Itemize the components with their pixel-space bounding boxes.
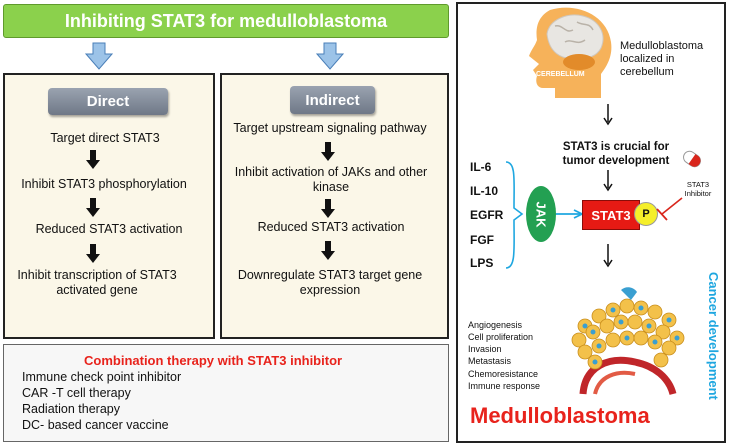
- combination-item: Immune check point inhibitor: [22, 370, 182, 384]
- arrow-down-icon: [86, 198, 100, 217]
- indirect-step-2: Inhibit activation of JAKs and other kin…: [234, 165, 428, 194]
- direct-panel: [3, 73, 215, 339]
- bracket-icon: [505, 161, 524, 269]
- outcome-immune-response: Immune response: [468, 381, 541, 391]
- arrow-down-icon: [321, 142, 335, 161]
- direct-step-2: Inhibit STAT3 phosphorylation: [21, 177, 187, 191]
- combination-box: [3, 344, 449, 442]
- arrow-down-icon: [86, 244, 100, 263]
- phospho-circle: P: [634, 202, 658, 226]
- outcome-chemoresistance: Chemoresistance: [468, 369, 539, 379]
- direct-step-3: Reduced STAT3 activation: [35, 222, 183, 236]
- cytokine-il6: IL-6: [470, 160, 492, 174]
- indirect-step-1: Target upstream signaling pathway: [233, 121, 427, 135]
- combination-item: DC- based cancer vaccine: [22, 418, 169, 432]
- crucial-text: STAT3 is crucial for tumor development: [562, 141, 670, 167]
- cancer-development-label: Cancer development: [706, 272, 721, 400]
- arrow-down-icon: [321, 199, 335, 218]
- medulloblastoma-label: Medulloblastoma: [470, 403, 650, 428]
- indirect-label: Indirect: [290, 86, 375, 114]
- cerebellum-label: CEREBELLUM: [536, 71, 585, 78]
- arrow-down-icon: [603, 170, 613, 192]
- indirect-step-3: Reduced STAT3 activation: [257, 220, 405, 234]
- combination-item: CAR -T cell therapy: [22, 386, 131, 400]
- page-title: Inhibiting STAT3 for medulloblastoma: [3, 4, 449, 38]
- cytokine-lps: LPS: [470, 256, 494, 270]
- arrow-down-icon: [603, 244, 613, 268]
- indirect-step-4: Downregulate STAT3 target gene expressio…: [237, 268, 423, 297]
- arrow-down-icon: [316, 42, 344, 70]
- outcome-cell-proliferation: Cell proliferation: [468, 332, 534, 342]
- arrow-down-icon: [85, 42, 113, 70]
- arrow-down-icon: [603, 104, 613, 126]
- cytokine-egfr: EGFR: [470, 208, 504, 222]
- outcome-invasion: Invasion: [468, 344, 502, 354]
- arrow-down-icon: [86, 150, 100, 169]
- arrow-down-icon: [321, 241, 335, 260]
- cytokine-il10: IL-10: [470, 184, 499, 198]
- inhibitor-label: STAT3 Inhibitor: [684, 180, 712, 198]
- localized-text: Medulloblastoma localized in cerebellum: [620, 40, 704, 78]
- combination-item: Radiation therapy: [22, 402, 120, 416]
- head-brain-icon: [529, 7, 612, 98]
- jak-node: JAK: [526, 186, 556, 242]
- outcome-metastasis: Metastasis: [468, 356, 512, 366]
- inhibition-arrow-icon: [656, 197, 683, 221]
- direct-label: Direct: [48, 88, 168, 115]
- outcome-angiogenesis: Angiogenesis: [468, 320, 523, 330]
- direct-step-4: Inhibit transcription of STAT3 activated…: [17, 268, 177, 297]
- stat3-node: STAT3: [582, 200, 640, 230]
- cytokine-fgf: FGF: [470, 233, 494, 247]
- combination-title: Combination therapy with STAT3 inhibitor: [84, 353, 343, 368]
- indirect-panel: [220, 73, 449, 339]
- direct-step-1: Target direct STAT3: [50, 131, 160, 145]
- tumor-icon: [571, 287, 685, 396]
- jak-label: JAK: [533, 200, 549, 228]
- pill-icon: [683, 150, 701, 168]
